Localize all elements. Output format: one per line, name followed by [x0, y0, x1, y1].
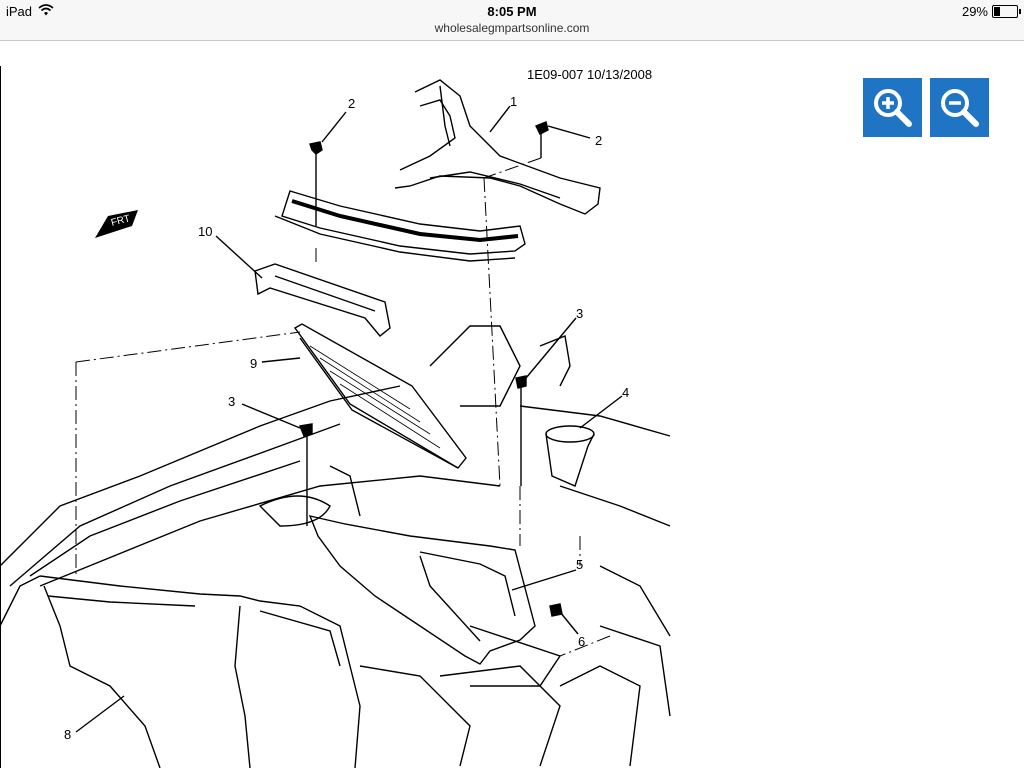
part-9-filter	[293, 323, 467, 469]
wifi-icon	[38, 4, 54, 16]
callout-3a: 3	[576, 306, 583, 321]
reference-lines	[75, 157, 611, 657]
callout-1: 1	[510, 94, 517, 109]
callout-6: 6	[578, 634, 585, 649]
zoom-out-icon	[941, 89, 979, 127]
zoom-in-button[interactable]	[863, 78, 922, 137]
callout-4: 4	[622, 385, 629, 400]
zoom-in-icon	[874, 89, 912, 127]
callout-8: 8	[64, 727, 71, 742]
part-5-lower-duct	[308, 515, 536, 665]
forward-arrow-icon: FRT	[95, 210, 138, 238]
clock: 8:05 PM	[487, 4, 537, 19]
content-frame-edge	[0, 66, 1, 768]
body-structure	[0, 325, 671, 767]
zoom-out-button[interactable]	[930, 78, 989, 137]
callout-10: 10	[198, 224, 212, 239]
forward-label: FRT	[110, 213, 131, 229]
part-10-bracket	[254, 263, 391, 337]
status-bar: iPad 8:05 PM wholesalegmpartsonline.com …	[0, 0, 1024, 41]
callout-3b: 3	[228, 394, 235, 409]
callout-9: 9	[250, 356, 257, 371]
callout-2b: 2	[595, 133, 602, 148]
callout-2a: 2	[348, 96, 355, 111]
part-1-duct	[394, 79, 601, 215]
address-url[interactable]: wholesalegmpartsonline.com	[434, 21, 590, 35]
part-upper-seal	[274, 190, 526, 262]
callout-5: 5	[576, 557, 583, 572]
parts-diagram[interactable]: FRT	[0, 66, 700, 768]
diagram-code: 1E09-007 10/13/2008	[527, 67, 653, 82]
device-name: iPad	[6, 4, 33, 19]
part-4-intake	[545, 425, 595, 487]
fasteners	[299, 121, 563, 617]
battery-icon	[992, 5, 1021, 18]
battery-percent: 29%	[961, 4, 988, 19]
callout-leaders	[75, 105, 623, 733]
part-8-panel	[39, 575, 361, 768]
